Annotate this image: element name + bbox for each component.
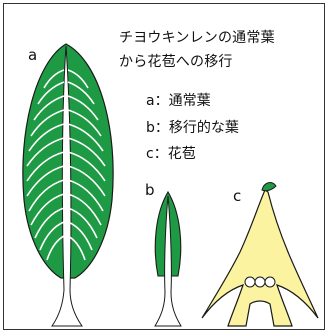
flower-bud-icons	[245, 277, 275, 287]
diagram-title-line1: チヨウキンレンの通常葉	[119, 28, 275, 48]
leaf-c-tip	[262, 183, 276, 191]
label-b: b	[145, 182, 155, 198]
leaf-c	[202, 183, 318, 326]
label-a: a	[28, 47, 37, 63]
legend-item-a: a：通常葉	[146, 90, 211, 112]
diagram-title-line2: から花苞への移行	[119, 52, 233, 72]
leaf-a	[23, 44, 113, 326]
label-c: c	[233, 188, 241, 204]
leaf-c-bract	[202, 190, 318, 326]
legend-item-b: b：移行的な葉	[146, 117, 239, 139]
leaf-b	[155, 192, 181, 326]
legend-item-c: c：花苞	[146, 143, 196, 165]
